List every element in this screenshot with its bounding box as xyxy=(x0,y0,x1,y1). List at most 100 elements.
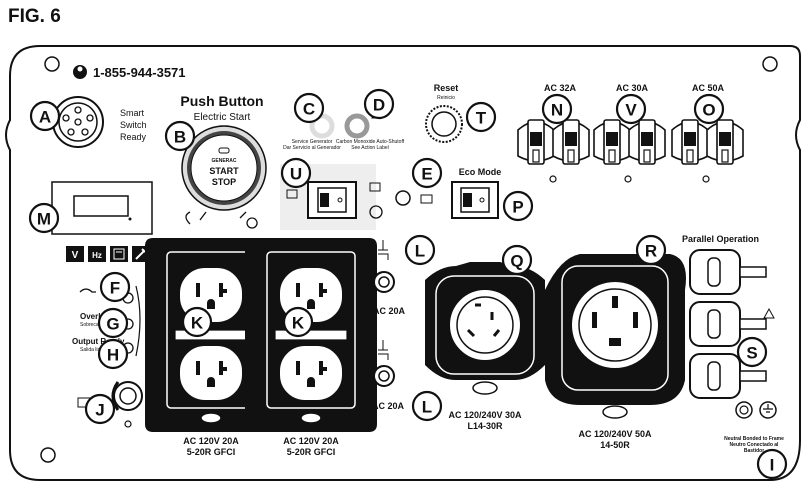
smart-switch-line2: Switch xyxy=(120,120,147,130)
14-50r-outlet[interactable] xyxy=(545,254,686,419)
callout-letter: M xyxy=(37,210,51,229)
hertz-icon: Hz xyxy=(92,251,102,260)
callout-letter: I xyxy=(770,456,775,475)
parallel-operation-label: Parallel Operation xyxy=(682,234,759,244)
smart-switch-line1: Smart xyxy=(120,108,145,118)
callout-o: O xyxy=(693,93,725,125)
reset-button[interactable] xyxy=(425,105,463,143)
battery-charger-port[interactable] xyxy=(111,381,143,411)
ac20a-breaker-top[interactable] xyxy=(373,271,395,293)
breaker-switch[interactable] xyxy=(552,119,590,165)
callout-j: J xyxy=(84,393,116,425)
neutral-label-2: Neutro Conectado al xyxy=(730,442,780,448)
parallel-ports[interactable] xyxy=(689,249,767,399)
breaker-label-50a: AC 50A xyxy=(692,83,725,93)
callout-n: N xyxy=(541,93,573,125)
callout-letter: A xyxy=(39,108,51,127)
digital-meter xyxy=(51,181,153,235)
overload-label: Overload xyxy=(80,312,115,321)
reset-title: Reset xyxy=(434,83,459,93)
panel-outline xyxy=(5,45,801,481)
smart-switch-connector[interactable] xyxy=(52,96,104,148)
breaker-group[interactable] xyxy=(517,119,744,165)
oil-icon xyxy=(79,288,96,293)
l14-label-1: AC 120/240V 30A xyxy=(448,410,522,420)
breaker-switch[interactable] xyxy=(706,119,744,165)
idle-switch[interactable] xyxy=(307,181,357,219)
callout-c: C xyxy=(293,92,325,124)
gfci-test-icon xyxy=(185,211,207,225)
gfci-outlet-right[interactable] xyxy=(245,238,377,432)
callout-letter: T xyxy=(476,109,487,128)
callout-letter: L xyxy=(422,398,432,417)
gfci-left-label-2: 5-20R GFCI xyxy=(187,447,236,457)
co-label-2: See Action Label xyxy=(351,145,389,151)
hour-meter-icon xyxy=(113,248,125,260)
gfci-reset-icon xyxy=(239,211,258,229)
button-start: START xyxy=(209,166,239,176)
mount-hole xyxy=(762,56,778,72)
callout-letter: U xyxy=(290,165,302,184)
callout-letter: O xyxy=(702,101,715,120)
breaker-symbol-icon xyxy=(378,340,389,360)
gfci-right-label-2: 5-20R GFCI xyxy=(287,447,336,457)
co-light xyxy=(344,113,370,139)
smart-switch-line3: Ready xyxy=(120,132,147,142)
button-stop: STOP xyxy=(212,177,236,187)
breaker-switch[interactable] xyxy=(628,119,666,165)
mount-hole xyxy=(40,447,56,463)
phone-number: 1-855-944-3571 xyxy=(93,65,186,80)
l14-label-2: L14-30R xyxy=(467,421,503,431)
start-stop-button[interactable] xyxy=(181,125,267,211)
breaker-switch[interactable] xyxy=(517,119,555,165)
service-light xyxy=(309,113,335,139)
callout-letter: F xyxy=(110,279,120,298)
callout-letter: G xyxy=(106,315,119,334)
callout-letter: L xyxy=(415,242,425,261)
callout-i: I xyxy=(756,448,788,480)
callout-l: L xyxy=(404,234,436,266)
breaker-label-32a: AC 32A xyxy=(544,83,577,93)
callout-k: K xyxy=(282,306,314,338)
breaker-symbol-icon xyxy=(378,240,389,260)
callout-v: V xyxy=(615,93,647,125)
callout-letter: K xyxy=(292,314,305,333)
callout-letter: J xyxy=(95,401,104,420)
breaker-switch[interactable] xyxy=(593,119,631,165)
co-label-1: Carbon Monoxide Auto-Shutoff xyxy=(336,139,405,145)
mount-hole xyxy=(44,56,60,72)
callout-letter: H xyxy=(107,346,119,365)
eco-mode-switch[interactable] xyxy=(451,181,499,219)
callout-k: K xyxy=(181,306,213,338)
neutral-label-3: Bastidor xyxy=(744,448,764,454)
meter-mode-icons[interactable] xyxy=(66,246,150,262)
overload-sub: Sobrecarga xyxy=(80,322,106,328)
callout-letter: N xyxy=(551,101,563,120)
wrench-icon xyxy=(135,248,146,260)
battery-icon xyxy=(369,182,381,192)
breaker-label-30a: AC 30A xyxy=(616,83,649,93)
callout-e: E xyxy=(411,157,443,189)
battery-indicator-light xyxy=(395,190,411,206)
ac20a-top-label: AC 20A xyxy=(373,306,406,316)
eco-mode-label: Eco Mode xyxy=(459,167,502,177)
neutral-bond-screw xyxy=(735,401,753,419)
service-label-2: Dar Servicio al Generador xyxy=(283,145,341,151)
callout-p: P xyxy=(502,190,534,222)
ground-icon xyxy=(759,401,777,419)
output-ready-label: Output Ready xyxy=(72,337,125,346)
callout-s: S xyxy=(736,336,768,368)
callout-l: L xyxy=(411,390,443,422)
battery-icon xyxy=(286,189,298,199)
ac20a-breaker-bottom[interactable] xyxy=(373,365,395,387)
l14-30r-outlet[interactable] xyxy=(425,262,545,395)
callout-letter: K xyxy=(191,314,204,333)
figure-title: FIG. 6 xyxy=(8,6,61,27)
breaker-switch[interactable] xyxy=(671,119,709,165)
callout-letter: V xyxy=(625,101,637,120)
reset-sub: Reinicio xyxy=(437,95,455,101)
gfci-right-label-1: AC 120V 20A xyxy=(283,436,339,446)
callout-h: H xyxy=(97,338,129,370)
